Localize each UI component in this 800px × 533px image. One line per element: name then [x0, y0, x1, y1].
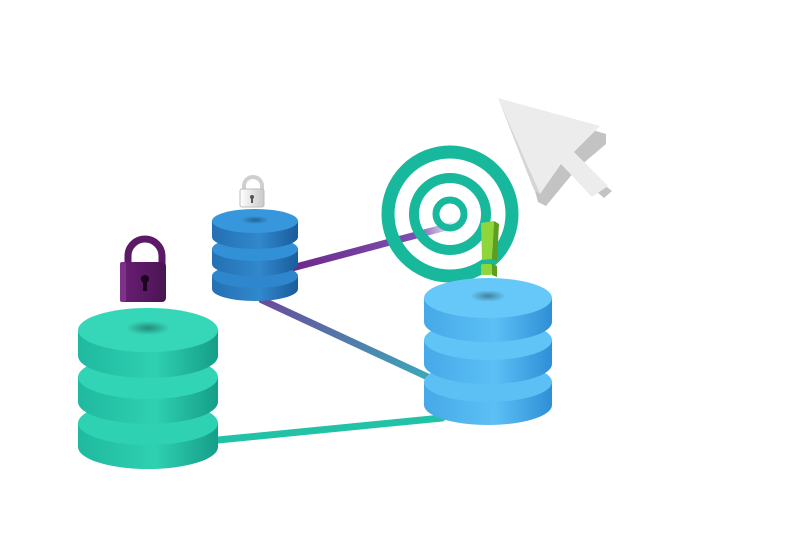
cursor-arrow-icon [498, 98, 612, 206]
target [381, 145, 519, 283]
padlock-open-icon [239, 175, 265, 208]
database-icon [424, 278, 552, 425]
database-icon [78, 308, 218, 469]
database-large-teal [78, 308, 218, 469]
database-right-blue [424, 278, 552, 425]
exclamation-icon [481, 221, 499, 277]
connections [214, 220, 462, 444]
padlock-open [239, 175, 265, 208]
link-small-db-to-target [288, 220, 462, 272]
padlock-closed-icon [120, 235, 166, 302]
database-small-blue [212, 209, 298, 301]
link-large-db-to-right-db [214, 414, 446, 444]
database-icon [212, 209, 298, 301]
link-small-db-to-right-db [258, 296, 434, 382]
padlock-closed [120, 235, 166, 302]
cursor [498, 98, 612, 206]
target-icon [381, 145, 519, 283]
alert [481, 221, 499, 277]
